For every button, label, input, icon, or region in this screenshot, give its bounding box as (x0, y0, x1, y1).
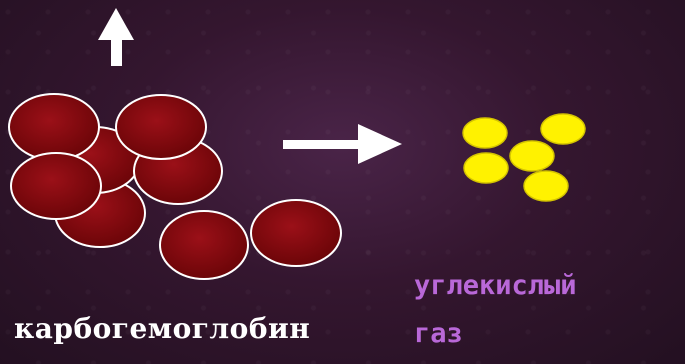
arrow-up-icon (98, 8, 134, 66)
arrow-right-icon (283, 124, 402, 164)
red-cell (250, 199, 342, 267)
gas-molecule (523, 170, 569, 202)
carbon-dioxide-label-line1: углекислый (414, 270, 577, 301)
red-cell (115, 94, 207, 160)
gas-molecule (540, 113, 586, 145)
carbohemoglobin-label: карбогемоглобин (14, 312, 311, 345)
red-cell (8, 93, 100, 161)
red-blood-cells (8, 93, 342, 280)
red-cell (159, 210, 249, 280)
gas-molecule (462, 117, 508, 149)
gas-molecule (509, 140, 555, 172)
gas-molecule (463, 152, 509, 184)
carbon-dioxide-label: углекислый газ (414, 262, 684, 358)
carbon-dioxide-label-line2: газ (414, 318, 463, 349)
red-cell (10, 152, 102, 220)
gas-molecules (462, 113, 586, 202)
